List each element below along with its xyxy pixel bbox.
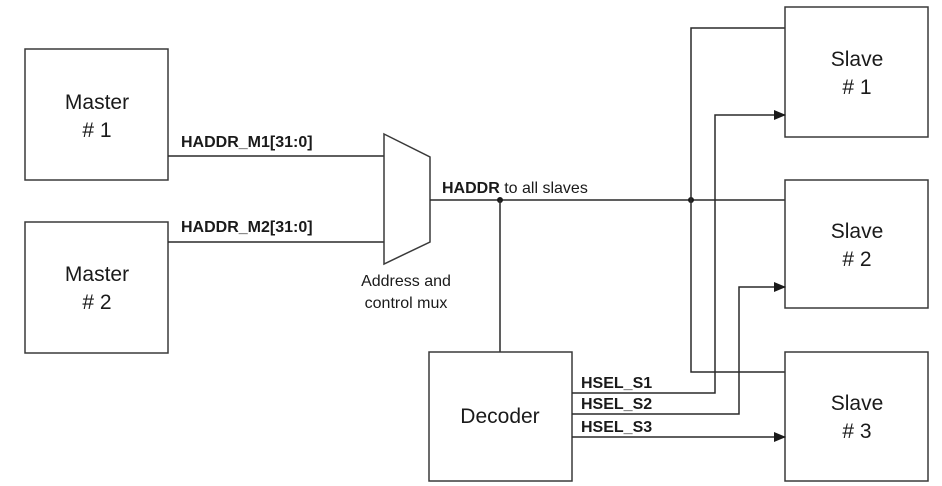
master-1-label: Master bbox=[65, 91, 129, 114]
hsel-s1-wire bbox=[572, 110, 786, 394]
master-1-block: Master # 1 bbox=[24, 48, 169, 181]
hsel-s2-wire bbox=[572, 282, 786, 415]
mux-label-line2: control mux bbox=[365, 295, 448, 312]
haddr-m2-label: HADDR_M2[31:0] bbox=[181, 219, 313, 236]
slave-1-box bbox=[784, 6, 929, 138]
haddr-suffix-label: to all slaves bbox=[500, 180, 588, 197]
slave-1-number: # 1 bbox=[842, 76, 871, 99]
slave-2-label: Slave bbox=[831, 220, 884, 243]
slave-3-block: Slave # 3 bbox=[784, 351, 929, 482]
slave-2-block: Slave # 2 bbox=[784, 179, 929, 309]
decoder-block: Decoder bbox=[428, 351, 573, 482]
mux-label-line1: Address and bbox=[361, 273, 451, 290]
haddr-distribution-wire bbox=[690, 27, 785, 373]
slave-1-block: Slave # 1 bbox=[784, 6, 929, 138]
master-2-label: Master bbox=[65, 263, 129, 286]
haddr-label: HADDR bbox=[442, 180, 500, 197]
slave-3-label: Slave bbox=[831, 392, 884, 415]
hsel-s2-label: HSEL_S2 bbox=[581, 396, 652, 413]
haddr-bus-label: HADDR to all slaves bbox=[442, 180, 588, 197]
decoder-label: Decoder bbox=[460, 405, 539, 428]
hsel-s3-label: HSEL_S3 bbox=[581, 419, 652, 436]
master-2-box bbox=[24, 221, 169, 354]
decoder-box bbox=[428, 351, 573, 482]
master-2-block: Master # 2 bbox=[24, 221, 169, 354]
master-1-box bbox=[24, 48, 169, 181]
hsel-s1-label: HSEL_S1 bbox=[581, 375, 652, 392]
master-1-number: # 1 bbox=[82, 119, 111, 142]
haddr-m1-label: HADDR_M1[31:0] bbox=[181, 134, 313, 151]
slave-2-box bbox=[784, 179, 929, 309]
slave-3-number: # 3 bbox=[842, 420, 871, 443]
master-2-number: # 2 bbox=[82, 291, 111, 314]
address-control-mux bbox=[383, 132, 431, 266]
slave-1-label: Slave bbox=[831, 48, 884, 71]
slave-2-number: # 2 bbox=[842, 248, 871, 271]
slave-3-box bbox=[784, 351, 929, 482]
